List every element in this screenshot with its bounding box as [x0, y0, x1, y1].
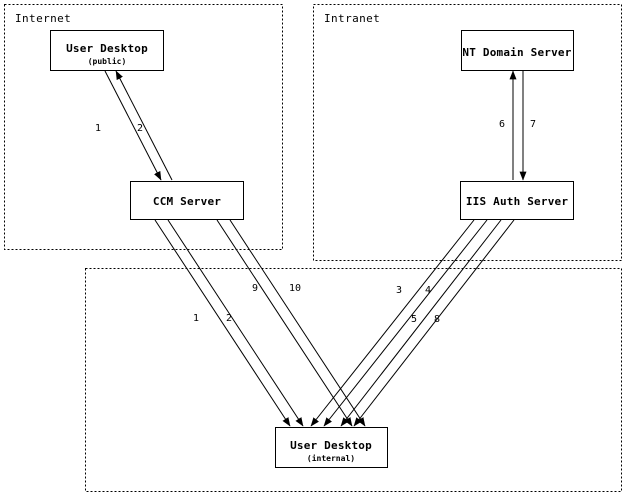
zone-intranet-group: Intranet — [313, 4, 622, 261]
flow-4-arrow — [323, 219, 488, 427]
node-user-desktop-internal-rect[interactable] — [274, 426, 389, 469]
node-iis-auth-server-title: IIS Auth Server — [466, 195, 569, 208]
flow-2-internal-line — [167, 219, 304, 427]
node-user-desktop-public-subtitle: (public) — [88, 56, 127, 66]
zone-internet-group: Internet — [4, 4, 283, 250]
step-label-3: 3 — [396, 285, 402, 296]
flow-5-arrow — [340, 219, 502, 427]
zone-internet-boundary — [4, 4, 283, 250]
flow-3-arrow — [310, 219, 475, 427]
step-label-9: 9 — [252, 283, 258, 294]
node-iis-auth-server-rect[interactable] — [459, 180, 575, 221]
node-ccm-server-rect[interactable] — [129, 180, 245, 221]
node-user-desktop-public-title: User Desktop — [66, 42, 148, 55]
flow-4-line — [323, 219, 488, 427]
step-label-6: 6 — [499, 119, 505, 130]
step-label-4: 4 — [425, 285, 431, 296]
zone-intranet-label: Intranet — [324, 12, 380, 25]
node-nt-domain-server-rect[interactable] — [460, 29, 575, 72]
node-iis-auth-server[interactable]: IIS Auth Server — [459, 180, 575, 221]
zone-internet-label: Internet — [15, 12, 71, 25]
step-label-7: 7 — [530, 119, 536, 130]
step-label-1-internal: 1 — [193, 313, 199, 324]
flow-1-internal-line — [154, 219, 291, 427]
node-user-desktop-public-rect[interactable] — [49, 29, 165, 72]
node-user-desktop-internal-title: User Desktop — [290, 439, 372, 452]
step-label-8: 8 — [434, 314, 440, 325]
node-nt-domain-server-title: NT Domain Server — [462, 46, 571, 59]
node-ccm-server[interactable]: CCM Server — [129, 180, 245, 221]
zone-internal-lan-group — [85, 268, 622, 492]
flow-10-arrow — [229, 219, 366, 427]
step-label-5: 5 — [411, 314, 417, 325]
step-label-2-internal: 2 — [226, 313, 232, 324]
flow-10-line — [229, 219, 366, 427]
flow-3-line — [310, 219, 475, 427]
zone-internal-lan-boundary — [85, 268, 622, 492]
node-nt-domain-server[interactable]: NT Domain Server — [460, 29, 575, 72]
flow-2-public-line — [115, 70, 173, 181]
flow-9-arrow — [216, 219, 353, 427]
step-label-1-public: 1 — [95, 123, 101, 134]
flow-5-line — [340, 219, 502, 427]
zone-intranet-boundary — [313, 4, 622, 261]
flow-2-internal-arrow — [167, 219, 304, 427]
flow-2-public-arrow — [115, 70, 173, 181]
flow-8-arrow — [353, 219, 515, 427]
node-ccm-server-title: CCM Server — [153, 195, 221, 208]
step-label-10: 10 — [289, 283, 301, 294]
flow-1-public-arrow — [104, 70, 162, 181]
node-user-desktop-internal[interactable]: User Desktop (internal) — [274, 426, 389, 469]
flow-9-line — [216, 219, 353, 427]
flow-1-internal-arrow — [154, 219, 291, 427]
node-user-desktop-internal-subtitle: (internal) — [307, 453, 355, 463]
step-label-2-public: 2 — [137, 123, 143, 134]
node-user-desktop-public[interactable]: User Desktop (public) — [49, 29, 165, 72]
flow-1-public-line — [104, 70, 162, 181]
flow-8-line — [353, 219, 515, 427]
